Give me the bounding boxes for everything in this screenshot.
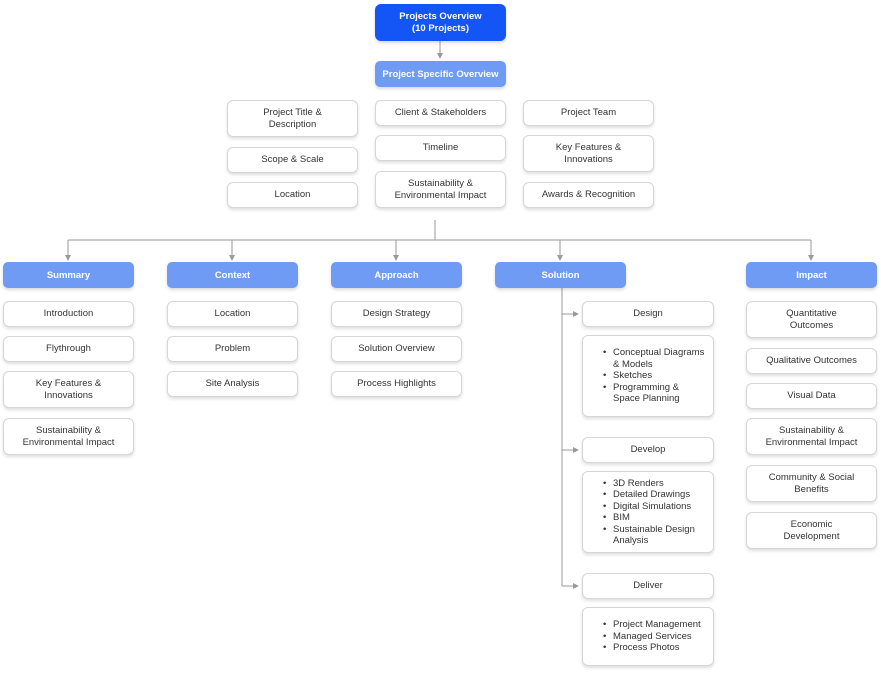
list-item: Process Photos [591, 642, 705, 654]
overview-item-title-description: Project Title & Description [227, 100, 358, 137]
list-item: Programming & Space Planning [591, 382, 705, 405]
summary-item-flythrough: Flythrough [3, 336, 134, 362]
list-item: Detailed Drawings [591, 489, 705, 501]
solution-design-list: Conceptual Diagrams & Models Sketches Pr… [582, 335, 714, 417]
impact-item-qualitative: Qualitative Outcomes [746, 348, 877, 374]
list-item: Digital Simulations [591, 501, 705, 513]
context-item-problem: Problem [167, 336, 298, 362]
summary-item-sustainability: Sustainability & Environmental Impact [3, 418, 134, 455]
approach-item-solution-overview: Solution Overview [331, 336, 462, 362]
solution-deliver-header: Deliver [582, 573, 714, 599]
section-approach: Approach [331, 262, 462, 288]
overview-item-timeline: Timeline [375, 135, 506, 161]
section-impact: Impact [746, 262, 877, 288]
summary-item-introduction: Introduction [3, 301, 134, 327]
section-solution: Solution [495, 262, 626, 288]
solution-develop-list: 3D Renders Detailed Drawings Digital Sim… [582, 471, 714, 553]
overview-item-project-team: Project Team [523, 100, 654, 126]
root-projects-overview: Projects Overview (10 Projects) [375, 4, 506, 41]
overview-item-awards: Awards & Recognition [523, 182, 654, 208]
list-item: Conceptual Diagrams & Models [591, 347, 705, 370]
overview-item-client-stakeholders: Client & Stakeholders [375, 100, 506, 126]
impact-item-visual-data: Visual Data [746, 383, 877, 409]
overview-item-key-features: Key Features & Innovations [523, 135, 654, 172]
list-item: Managed Services [591, 631, 705, 643]
summary-item-key-features: Key Features & Innovations [3, 371, 134, 408]
list-item: Sketches [591, 370, 705, 382]
impact-item-quantitative: Quantitative Outcomes [746, 301, 877, 338]
project-specific-overview: Project Specific Overview [375, 61, 506, 87]
overview-item-scope-scale: Scope & Scale [227, 147, 358, 173]
solution-design-header: Design [582, 301, 714, 327]
list-item: BIM [591, 512, 705, 524]
list-item: Sustainable Design Analysis [591, 524, 705, 547]
impact-item-sustainability: Sustainability & Environmental Impact [746, 418, 877, 455]
overview-item-sustainability: Sustainability & Environmental Impact [375, 171, 506, 208]
approach-item-design-strategy: Design Strategy [331, 301, 462, 327]
approach-item-process-highlights: Process Highlights [331, 371, 462, 397]
impact-item-community: Community & Social Benefits [746, 465, 877, 502]
section-summary: Summary [3, 262, 134, 288]
solution-deliver-list: Project Management Managed Services Proc… [582, 607, 714, 666]
overview-item-location: Location [227, 182, 358, 208]
context-item-site-analysis: Site Analysis [167, 371, 298, 397]
solution-develop-header: Develop [582, 437, 714, 463]
impact-item-economic: Economic Development [746, 512, 877, 549]
section-context: Context [167, 262, 298, 288]
list-item: 3D Renders [591, 478, 705, 490]
context-item-location: Location [167, 301, 298, 327]
list-item: Project Management [591, 619, 705, 631]
